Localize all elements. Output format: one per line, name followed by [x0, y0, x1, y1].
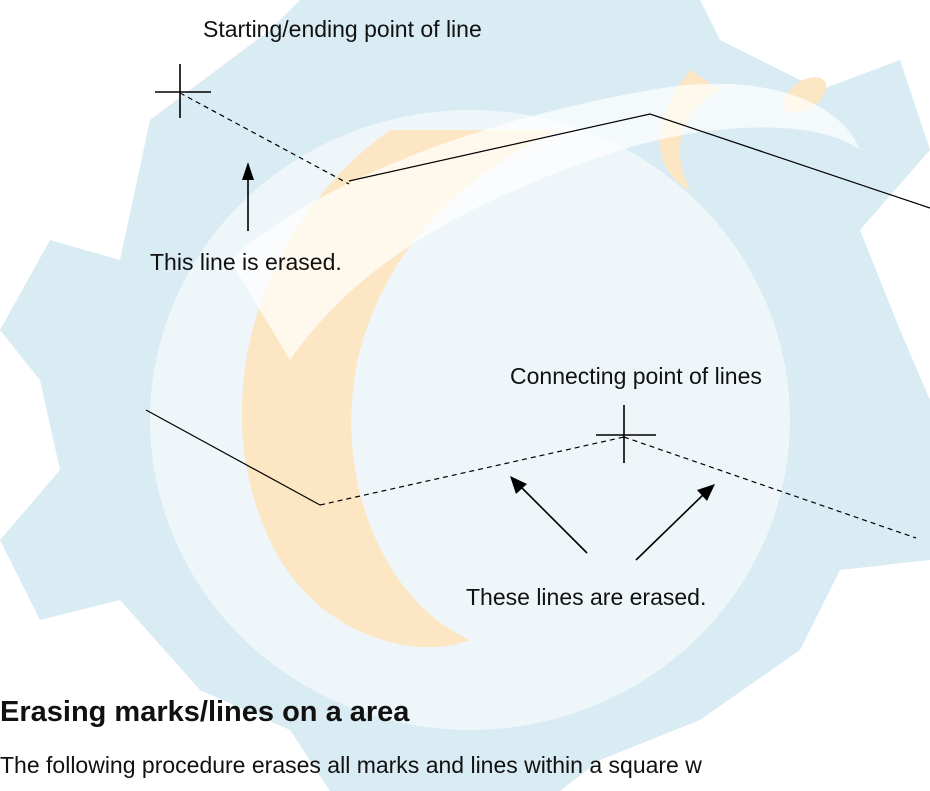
section-body-text: The following procedure erases all marks… — [0, 752, 702, 778]
start-end-point-label: Starting/ending point of line — [203, 16, 482, 42]
connecting-point-label: Connecting point of lines — [510, 363, 762, 389]
up-arrow-icon — [242, 162, 254, 231]
bottom-route-diagram — [145, 405, 917, 561]
erased-segment-dashed — [179, 92, 350, 185]
line-erased-label: This line is erased. — [150, 249, 342, 275]
start-point-crosshair-icon — [155, 64, 211, 118]
erased-segment-right-dashed — [623, 436, 917, 539]
remaining-route-line — [348, 113, 930, 209]
fish-watermark-icon — [230, 70, 860, 648]
section-heading: Erasing marks/lines on a area — [0, 696, 410, 728]
erased-segment-left-dashed — [319, 436, 625, 506]
remaining-route-line-lower — [145, 409, 321, 506]
diagonal-arrow-right-icon — [635, 484, 715, 561]
top-route-diagram — [155, 64, 930, 231]
diagonal-arrow-left-icon — [510, 476, 588, 554]
connecting-point-crosshair-icon — [596, 405, 656, 463]
lines-erased-label: These lines are erased. — [466, 584, 707, 610]
